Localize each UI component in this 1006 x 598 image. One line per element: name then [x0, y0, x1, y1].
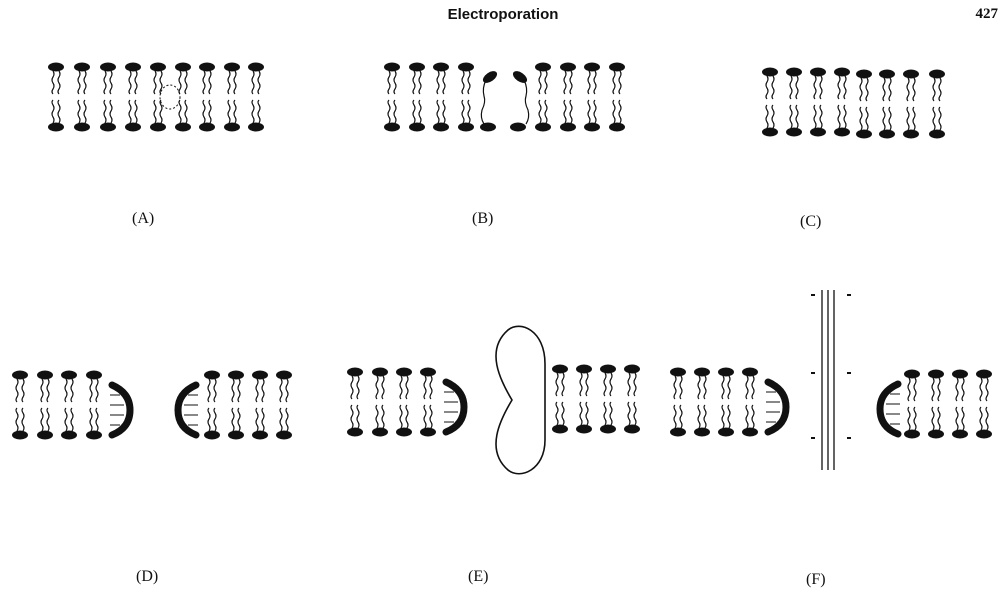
panel-label-b: (B) — [472, 210, 494, 227]
panel-a-diagram — [48, 63, 264, 132]
running-header-title: Electroporation — [447, 6, 559, 23]
panel-label-d: (D) — [136, 568, 159, 585]
panel-label-a: (A) — [132, 210, 155, 227]
panel-b-diagram — [384, 63, 625, 132]
panel-label-e: (E) — [468, 568, 489, 585]
page-number: 427 — [975, 6, 999, 22]
panel-e-diagram — [347, 325, 790, 475]
defect-circle — [159, 84, 181, 110]
panel-f-diagram — [811, 290, 992, 470]
panel-d-diagram — [12, 371, 292, 440]
panel-label-c: (C) — [800, 213, 822, 230]
panel-label-f: (F) — [806, 571, 826, 588]
panel-c-diagram — [762, 68, 945, 139]
vesicle-outline — [495, 325, 546, 475]
